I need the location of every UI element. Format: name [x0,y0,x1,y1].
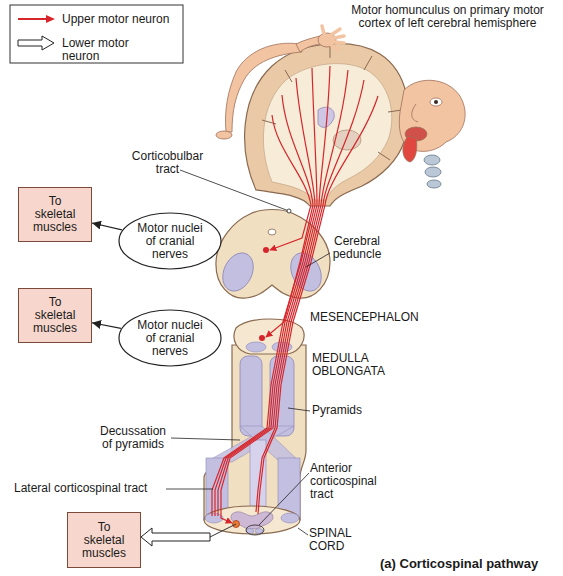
structure-label: MESENCEPHALON [310,311,410,324]
nucleus-oval: Motor nuclei of cranial nerves [118,212,222,270]
lower-motor-axon [210,524,236,537]
legend-text: Lower motor neuron [62,37,142,63]
cerebral-aqueduct [268,229,276,235]
structure-label: MEDULLA OBLONGATA [312,352,397,378]
anterior-tract-section [255,529,263,534]
tract-outline [246,525,264,535]
legend-text: Upper motor neuron [62,13,177,26]
upper-motor-fibers [212,66,378,523]
leader-line [171,438,240,440]
pyramid-section [246,342,266,352]
homunculus-nose [412,104,418,122]
homunculus-fingers [322,26,344,50]
pyramid [240,356,262,436]
connector-group [92,223,122,328]
cerebral-peduncle [217,248,259,296]
structure-label: Cerebral peduncle [322,235,392,261]
anterior-fiber [258,96,378,514]
anterior-fiber [256,80,364,512]
medulla-section [234,319,304,354]
homunculus-arm [296,36,321,52]
structure-label: Motor homunculus on primary motor cortex… [340,4,555,30]
homunculus-foot [216,131,232,139]
leader-line [166,489,213,490]
upper-neuron-sample [18,18,47,20]
corticospinal-fiber [221,70,348,523]
larynx [427,180,441,188]
upper-neuron-sample-head [46,15,55,23]
homunculus-pupil [434,100,438,104]
structure-label: Pyramids [312,404,372,417]
structure-label: Lateral corticospinal tract [14,482,184,495]
lateral-tract-section [205,513,223,523]
structure-label: SPINAL CORD [309,527,364,553]
legend-box [10,5,183,63]
leader-line [180,170,289,211]
oval-shape [119,310,221,366]
motor-homunculus [216,26,465,188]
lateral-tract-section [281,513,299,523]
structure-label: Decussation of pyramids [96,425,170,451]
structure-label: Corticobulbar tract [120,150,215,176]
leader-line [288,408,310,411]
gray-matter [231,512,273,529]
homunculus-leg [225,43,302,132]
larynx [424,155,440,165]
figure-caption: (a) Corticospinal pathway [380,556,560,571]
connector-arrow [92,223,122,230]
node-text: To skeletal muscles [77,521,131,560]
oval-shape [119,213,221,269]
larynx [425,167,441,177]
leader-dot [287,209,291,213]
lower-motor-arrow [141,528,210,546]
homunculus-eye [430,98,442,106]
connector-arrow [92,323,121,329]
leader-line [306,253,330,267]
leader-line [298,528,308,535]
corticospinal-fiber [218,66,330,516]
white-matter [263,64,391,200]
homunculus-tongue [403,136,417,162]
node-text: Motor nuclei of cranial nerves [132,222,208,261]
brainstem-column [204,345,306,520]
cranial-nucleus [259,335,265,341]
lower-neuron-sample [18,36,54,50]
leader-line [259,473,309,525]
node-text: To skeletal muscles [28,296,82,335]
target-box: To skeletal muscles [18,187,92,242]
nucleus-oval: Motor nuclei of cranial nerves [118,309,222,367]
structure-label: Anterior corticospinal tract [310,462,382,501]
node-text: Motor nuclei of cranial nerves [132,319,208,358]
target-box: To skeletal muscles [67,512,141,568]
cranial-nucleus [263,247,269,253]
corticospinal-fiber [212,78,315,516]
node-text: To skeletal muscles [28,195,82,234]
target-box: To skeletal muscles [18,288,92,343]
